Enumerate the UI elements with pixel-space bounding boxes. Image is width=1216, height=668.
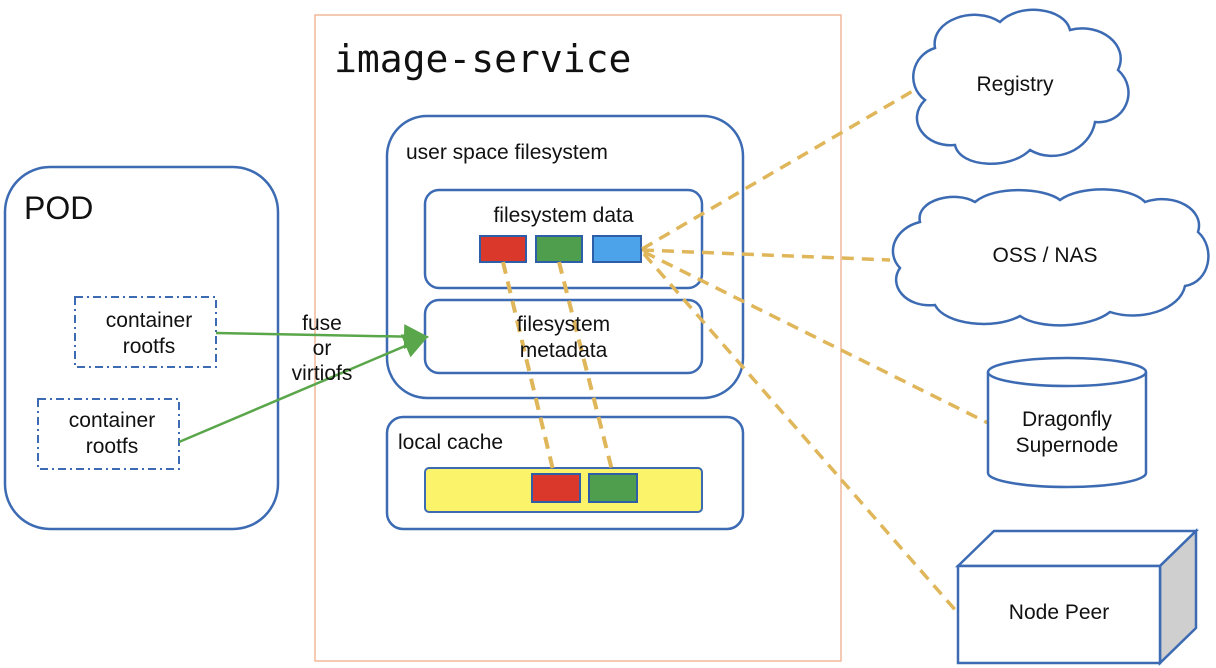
image-service-title: image-service bbox=[334, 37, 632, 81]
container-rootfs-box-1 bbox=[74, 296, 217, 368]
user-space-filesystem-title: user space filesystem bbox=[406, 141, 608, 164]
oss-nas-label: OSS / NAS bbox=[992, 244, 1098, 267]
node-peer-box bbox=[954, 528, 1200, 666]
node-peer-label: Node Peer bbox=[1008, 601, 1110, 624]
image-service-frame bbox=[314, 14, 842, 662]
local-cache-title: local cache bbox=[398, 431, 504, 454]
fuse-arrows bbox=[178, 324, 429, 444]
dragonfly-cylinder bbox=[986, 356, 1148, 489]
cache-links bbox=[501, 261, 615, 475]
data-block-blue bbox=[592, 235, 642, 263]
pod-title: POD bbox=[24, 190, 94, 226]
backend-links bbox=[641, 86, 991, 614]
cache-block-green bbox=[588, 473, 638, 503]
data-block-red bbox=[479, 235, 527, 263]
filesystem-data-title: filesystem data bbox=[493, 204, 634, 227]
oss-nas-cloud bbox=[891, 188, 1210, 327]
registry-label: Registry bbox=[976, 73, 1054, 96]
container-rootfs-box-2 bbox=[37, 398, 180, 470]
cache-block-red bbox=[531, 473, 581, 503]
registry-cloud bbox=[912, 8, 1130, 165]
data-block-green bbox=[535, 235, 583, 263]
